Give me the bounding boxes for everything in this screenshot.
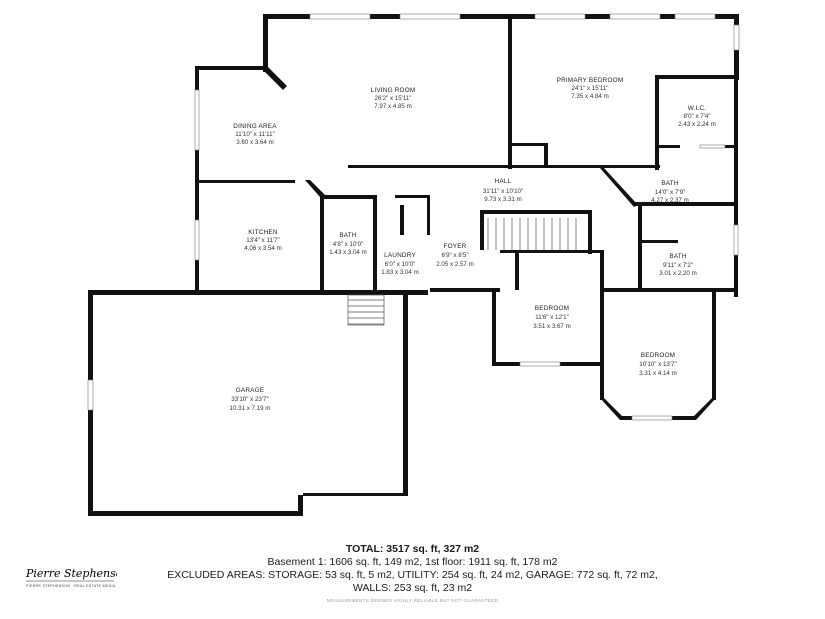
dining-area-dim-imperial: 11'10" x 11'11" [235, 131, 274, 138]
windows [87, 13, 740, 421]
bedroom2-dim-metric: 3.31 x 4.14 m [639, 370, 677, 377]
kitchen-dim-metric: 4.06 x 3.54 m [244, 245, 282, 252]
stairs [347, 218, 577, 326]
bedroom2-name: BEDROOM [641, 352, 675, 359]
hall-dim-imperial: 31'11" x 10'10" [483, 188, 523, 195]
room-labels: LIVING ROOM 26'2" x 15'11" 7.97 x 4.85 m… [230, 77, 716, 412]
logo-signature: Pierre Stephenson [25, 567, 117, 580]
bath3-name: BATH [669, 253, 687, 260]
laundry-name: LAUNDRY [384, 252, 416, 259]
kitchen-dim-imperial: 13'4" x 11'7" [246, 237, 279, 244]
walls-area: WALLS: 253 sq. ft, 23 m2 [352, 582, 473, 594]
bath2-name: BATH [339, 232, 357, 239]
bedroom1-dim-imperial: 11'6" x 12'1" [535, 314, 568, 321]
bath1-name: BATH [661, 180, 679, 187]
garage-dim-imperial: 33'10" x 23'7" [231, 396, 268, 403]
living-room-dim-metric: 7.97 x 4.85 m [374, 103, 412, 110]
dining-area-dim-metric: 3.60 x 3.64 m [236, 139, 274, 146]
bath1-dim-imperial: 14'0" x 7'9" [655, 189, 686, 196]
bedroom2-dim-imperial: 10'10" x 13'7" [639, 361, 676, 368]
living-room-name: LIVING ROOM [371, 87, 416, 94]
primary-bedroom-dim-metric: 7.35 x 4.84 m [571, 93, 609, 100]
foyer-dim-imperial: 6'9" x 8'5" [441, 252, 468, 259]
logo-subtitle: PIERRE STEPHENSON · REAL ESTATE MEDIA [26, 584, 116, 588]
bath2-dim-imperial: 4'8" x 10'0" [333, 241, 364, 248]
laundry-dim-metric: 1.83 x 3.04 m [381, 269, 419, 276]
foyer-dim-metric: 2.05 x 2.57 m [436, 261, 474, 268]
bath1-dim-metric: 4.27 x 2.37 m [651, 197, 689, 204]
wic-dim-imperial: 8'0" x 7'4" [683, 113, 710, 120]
bedroom1-dim-metric: 3.51 x 3.67 m [533, 323, 571, 330]
garage-name: GARAGE [236, 387, 265, 394]
kitchen-name: KITCHEN [248, 229, 278, 236]
disclaimer: MEASUREMENTS DEEMED HIGHLY RELIABLE BUT … [326, 598, 499, 603]
hall-dim-metric: 9.73 x 3.31 m [484, 196, 522, 203]
excluded-areas: EXCLUDED AREAS: STORAGE: 53 sq. ft, 5 m2… [167, 569, 658, 581]
hall-name: HALL [495, 178, 512, 185]
floor-plan: LIVING ROOM 26'2" x 15'11" 7.97 x 4.85 m… [87, 13, 740, 516]
primary-bedroom-dim-imperial: 24'1" x 15'11" [572, 85, 609, 92]
garage-dim-metric: 10.31 x 7.19 m [230, 405, 271, 412]
wic-name: W.I.C. [688, 105, 707, 112]
bedroom1-name: BEDROOM [535, 305, 569, 312]
brand-logo: Pierre Stephenson PIERRE STEPHENSON · RE… [25, 567, 117, 588]
floor-areas: Basement 1: 1606 sq. ft, 149 m2, 1st flo… [267, 556, 558, 568]
primary-bedroom-name: PRIMARY BEDROOM [557, 77, 624, 84]
laundry-dim-imperial: 6'0" x 10'0" [385, 261, 416, 268]
living-room-dim-imperial: 26'2" x 15'11" [375, 95, 412, 102]
total-area: TOTAL: 3517 sq. ft, 327 m2 [345, 543, 480, 555]
bath3-dim-metric: 3.01 x 2.20 m [659, 270, 697, 277]
wic-dim-metric: 2.43 x 2.24 m [678, 121, 716, 128]
foyer-name: FOYER [443, 243, 466, 250]
bath3-dim-imperial: 9'11" x 7'2" [663, 262, 693, 269]
bath2-dim-metric: 1.43 x 3.04 m [329, 249, 367, 256]
dining-area-name: DINING AREA [233, 123, 277, 130]
